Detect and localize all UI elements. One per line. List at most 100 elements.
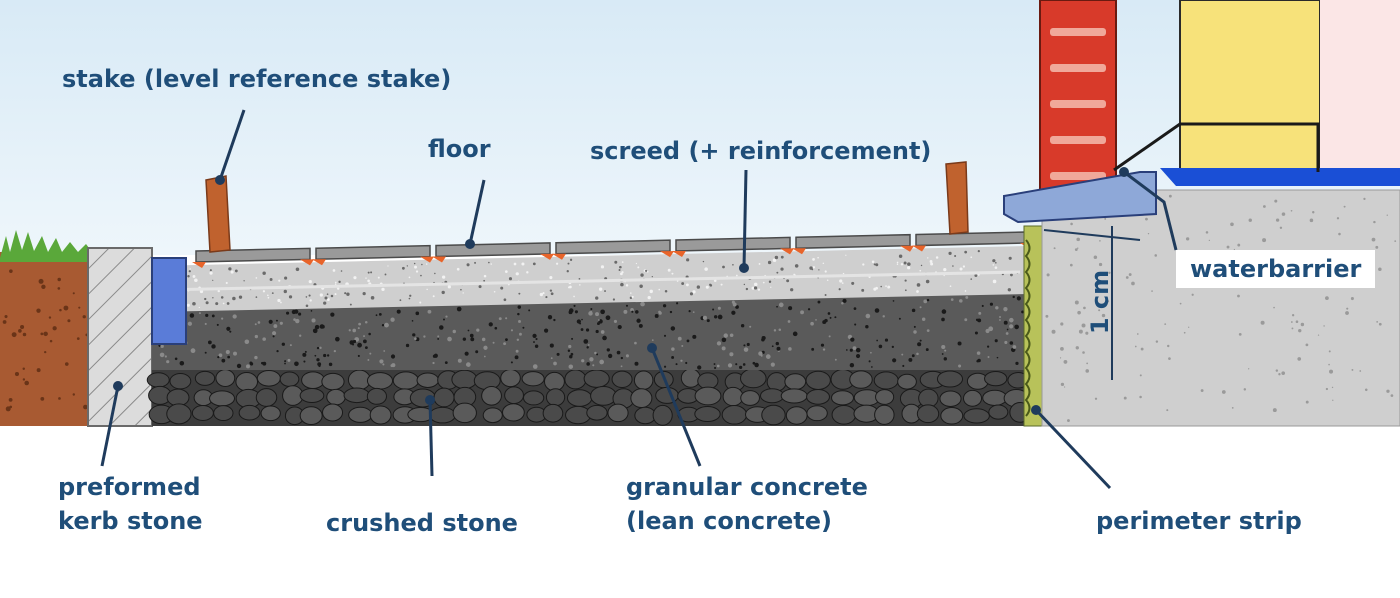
foundation-speck [1183, 331, 1186, 334]
crushed-stone-pebble [260, 405, 281, 422]
granular-speck [467, 329, 470, 332]
screed-speck [408, 276, 411, 279]
granular-speck [469, 333, 474, 338]
crushed-stone-pebble [611, 370, 633, 389]
window-sill [1003, 171, 1157, 224]
screed-speck [621, 271, 624, 274]
screed-speck [441, 275, 446, 279]
granular-speck [677, 336, 682, 341]
granular-speck [586, 362, 590, 366]
screed-speck [625, 284, 629, 287]
granular-speck [999, 319, 1001, 321]
screed-speck [188, 270, 191, 273]
foundation-speck [1300, 322, 1305, 327]
foundation-speck [1260, 320, 1265, 325]
crushed-stone-pebble [255, 388, 278, 407]
screed-speck [952, 265, 954, 267]
screed-speck [215, 302, 219, 306]
granular-speck [391, 363, 396, 368]
granular-speck [770, 362, 775, 367]
granular-speck [654, 314, 659, 318]
granular-speck [414, 337, 417, 340]
granular-speck [892, 358, 897, 363]
granular-speck [218, 353, 223, 358]
tile-adhesive [432, 256, 446, 263]
crushed-stone-pebble [166, 388, 190, 407]
crushed-stone-pebble [235, 372, 259, 392]
crushed-stone-pebble [522, 390, 545, 406]
foundation-speck [1275, 218, 1280, 222]
wall-insulation [1179, 0, 1400, 173]
granular-speck [923, 299, 928, 304]
foundation-speck [1060, 322, 1064, 326]
foundation-speck [1123, 396, 1127, 400]
screed-speck [776, 271, 779, 274]
foundation-speck [1128, 273, 1132, 276]
granular-speck [364, 346, 368, 350]
screed-speck [332, 269, 336, 272]
granular-speck [547, 315, 553, 320]
screed-speck [927, 257, 929, 259]
foundation-speck [1191, 293, 1194, 296]
screed-speck [647, 295, 651, 300]
crushed-stone-layer [146, 368, 1031, 426]
soil-speck [57, 287, 61, 290]
granular-speck [310, 310, 313, 312]
screed-speck [964, 290, 967, 292]
foundation-speck [1305, 343, 1309, 347]
granular-speck [602, 335, 607, 341]
leader-waterbarrier [1123, 170, 1178, 251]
granular-speck [828, 335, 831, 338]
foundation-speck [1134, 345, 1137, 348]
floor-tiles [192, 231, 1034, 268]
granular-speck [1015, 361, 1019, 366]
granular-speck [913, 330, 917, 334]
screed-speck [415, 270, 419, 273]
granular-speck [166, 360, 170, 364]
screed-speck [649, 289, 653, 294]
granular-speck [827, 312, 831, 315]
tile-adhesive [540, 253, 554, 260]
foundation-speck [1291, 327, 1294, 330]
granular-speck [792, 331, 798, 337]
granular-speck [911, 308, 916, 313]
granular-speck [944, 349, 947, 352]
label-floor: floor [428, 135, 491, 163]
screed-speck [408, 297, 411, 300]
granular-speck [595, 329, 599, 334]
screed-speck [612, 298, 616, 301]
screed-speck [344, 292, 347, 295]
crushed-stone-pebble [940, 407, 964, 425]
screed-speck [421, 263, 423, 266]
foundation-speck [1221, 390, 1226, 394]
foundation-speck [1281, 371, 1286, 375]
granular-speck [363, 335, 365, 338]
granular-speck [229, 330, 232, 333]
granular-speck [567, 349, 571, 353]
foundation-speck [1346, 307, 1349, 310]
foundation-speck [1329, 369, 1334, 374]
screed-speck [370, 271, 373, 274]
screed-speck [664, 289, 668, 293]
soil-speck [58, 397, 61, 400]
tile-adhesive [792, 248, 806, 255]
screed-speck [194, 278, 198, 282]
crushed-stone-pebble [299, 406, 323, 426]
granular-speck [287, 358, 291, 362]
granular-speck [294, 309, 299, 314]
screed-speck [637, 266, 640, 269]
granular-speck [483, 355, 486, 358]
granular-speck [834, 316, 837, 319]
granular-speck [908, 357, 913, 362]
granular-speck [411, 320, 414, 322]
screed-speck [434, 272, 436, 275]
crushed-stone-pebble [988, 404, 1009, 420]
screed-speck [277, 298, 281, 303]
granular-speck [634, 361, 639, 366]
screed-speck [362, 292, 366, 296]
granular-speck [516, 338, 520, 342]
foundation-speck [1305, 400, 1309, 404]
granular-speck [304, 350, 307, 353]
screed-speck [898, 254, 903, 258]
granular-speck [204, 351, 207, 354]
